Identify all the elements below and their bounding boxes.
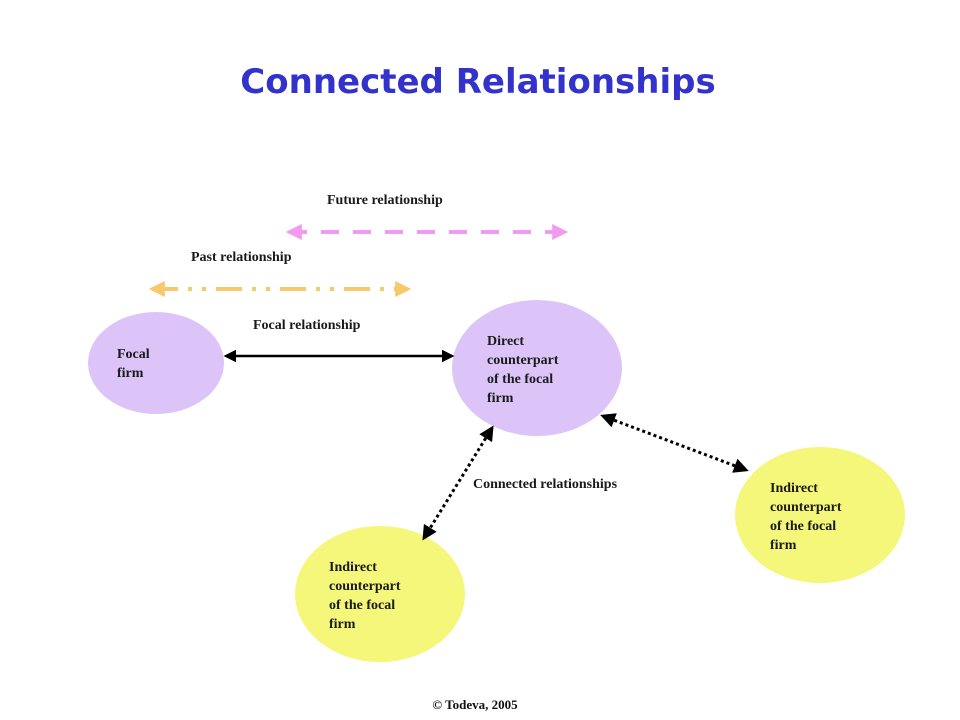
diagram-title: Connected Relationships [240, 62, 716, 102]
direct-counterpart-label-line: of the focal [487, 372, 554, 387]
past-relationship-label: Past relationship [191, 250, 292, 265]
indirect-bottom-label-line: counterpart [329, 579, 401, 594]
indirect-bottom-label-line: of the focal [329, 598, 396, 613]
indirect-counterpart-bottom-node [295, 526, 465, 662]
connected-relationship-arrow-right [600, 413, 749, 473]
indirect-counterpart-right-label: Indirect counterpart of the focal firm [770, 479, 842, 555]
future-relationship-label: Future relationship [327, 193, 443, 208]
indirect-right-label-line: Indirect [770, 481, 818, 496]
direct-counterpart-label-line: firm [487, 391, 514, 406]
indirect-right-label-line: counterpart [770, 500, 842, 515]
focal-firm-label-line: firm [117, 366, 144, 381]
focal-firm-label-line: Focal [117, 347, 150, 362]
connected-relationships-label: Connected relationships [473, 477, 618, 492]
focal-firm-label: Focal firm [117, 345, 150, 383]
focal-relationship-label: Focal relationship [253, 318, 361, 333]
copyright-footer: © Todeva, 2005 [432, 697, 518, 712]
direct-counterpart-label-line: Direct [487, 334, 525, 349]
direct-counterpart-label-line: counterpart [487, 353, 559, 368]
direct-counterpart-node [452, 300, 622, 436]
direct-counterpart-label: Direct counterpart of the focal firm [487, 332, 559, 408]
focal-firm-node [88, 312, 224, 414]
indirect-counterpart-right-node [735, 447, 905, 583]
indirect-right-label-line: firm [770, 538, 797, 553]
indirect-bottom-label-line: Indirect [329, 560, 377, 575]
indirect-right-label-line: of the focal [770, 519, 837, 534]
indirect-bottom-label-line: firm [329, 617, 356, 632]
indirect-counterpart-bottom-label: Indirect counterpart of the focal firm [329, 558, 401, 634]
